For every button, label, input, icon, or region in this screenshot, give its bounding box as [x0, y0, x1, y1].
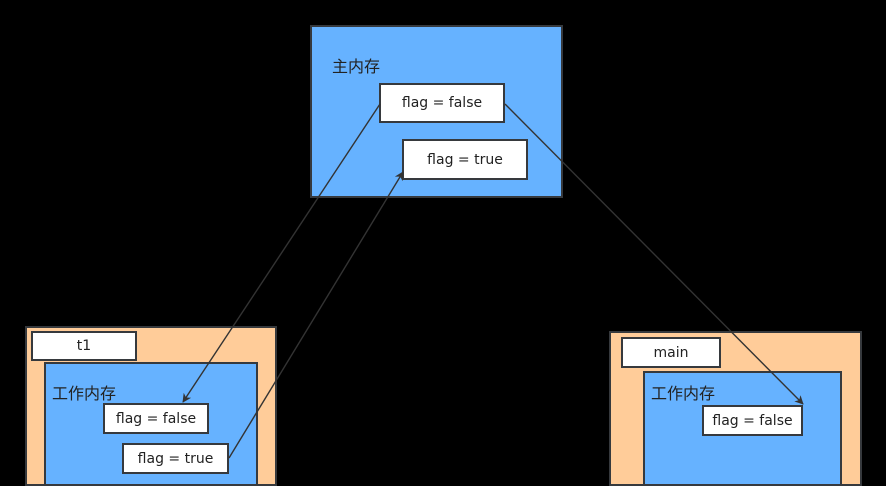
thread-main-label: main — [621, 337, 721, 368]
arrow-main-false-to-main-thread — [504, 103, 804, 405]
t1-flag-true: flag = true — [122, 443, 229, 474]
main-memory-title: 主内存 — [332, 57, 381, 76]
main-working-memory-title: 工作内存 — [651, 384, 716, 403]
arrow-main-false-to-t1 — [182, 103, 381, 403]
t1-flag-false: flag = false — [103, 403, 209, 434]
main-memory-flag-true: flag = true — [402, 139, 528, 180]
main-memory-flag-false: flag = false — [379, 83, 505, 123]
arrow-t1-true-to-main — [228, 171, 404, 459]
thread-t1-label: t1 — [31, 331, 137, 361]
t1-working-memory-title: 工作内存 — [52, 384, 117, 403]
main-flag-false: flag = false — [702, 405, 803, 436]
